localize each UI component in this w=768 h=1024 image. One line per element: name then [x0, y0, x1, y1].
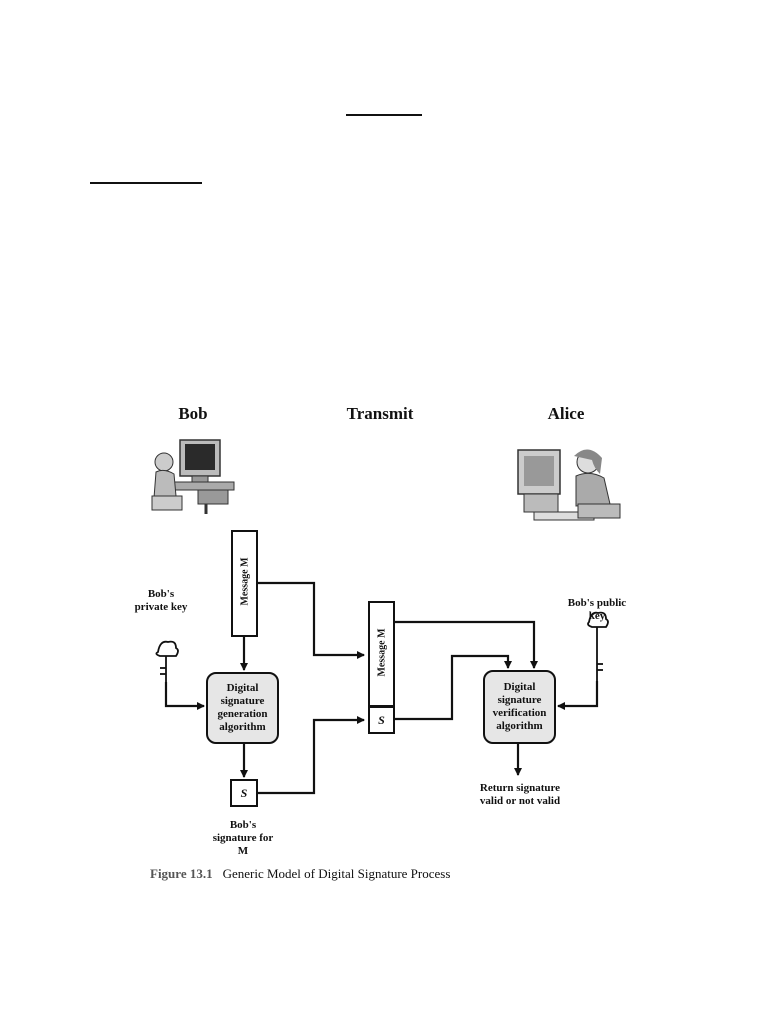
alice-heading: Alice [547, 404, 585, 423]
public-key-label: Bob's public key [567, 597, 627, 622]
bob-computer-illustration [151, 439, 235, 514]
generation-algorithm-label: Digital signature generation algorithm [217, 682, 268, 733]
figure-caption: Figure 13.1 Generic Model of Digital Sign… [150, 866, 450, 882]
result-label: Return signature valid or not valid [479, 782, 561, 807]
public-key-icon [587, 611, 609, 681]
private-key-icon [155, 640, 179, 682]
signature-label: Bob's signature for M [212, 819, 274, 857]
transmit-heading: Transmit [346, 404, 414, 423]
private-key-label: Bob's private key [134, 588, 188, 613]
verification-algorithm-box: Digital signature verification algorithm [483, 670, 556, 744]
transmitted-signature-to-verification-arrow [394, 654, 512, 721]
title-underline [346, 114, 422, 116]
signature-symbol: S [240, 786, 248, 800]
message-box: Message M [231, 530, 258, 637]
message-to-transmit-arrow [258, 581, 365, 659]
signature-to-transmit-arrow [258, 716, 365, 795]
private-key-to-generation-arrow [164, 682, 205, 710]
section-underline [90, 182, 202, 184]
signature-box: S [230, 779, 258, 807]
transmitted-signature-symbol: S [378, 713, 385, 727]
caption-text: Generic Model of Digital Signature Proce… [222, 866, 451, 881]
transmitted-message-label: Message M [376, 628, 388, 677]
transmitted-message-to-verification-arrow [394, 620, 538, 669]
message-label: Message M [239, 557, 251, 606]
transmitted-message-box: Message M [368, 601, 395, 707]
transmitted-signature-box: S [368, 706, 395, 734]
generation-algorithm-box: Digital signature generation algorithm [206, 672, 279, 744]
alice-computer-illustration [517, 449, 621, 521]
bob-heading: Bob [178, 404, 208, 423]
public-key-to-verification-arrow [557, 681, 599, 710]
verification-algorithm-label: Digital signature verification algorithm [492, 681, 547, 732]
caption-number: Figure 13.1 [150, 866, 213, 881]
